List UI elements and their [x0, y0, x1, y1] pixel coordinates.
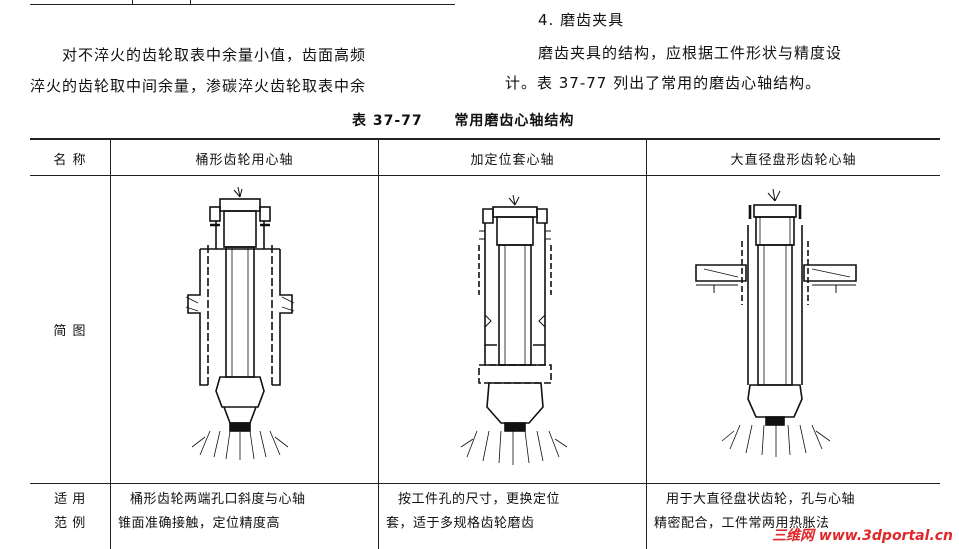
column-header-locating-sleeve-mandrel: 加定位套心轴 [470, 153, 555, 168]
table-sketch-rule [30, 483, 940, 484]
right-paragraph-line-2: 计。表 37-77 列出了常用的磨齿心轴结构。 [505, 74, 822, 92]
barrel-gear-mandrel-drawing [185, 186, 295, 460]
top-rule [30, 4, 455, 5]
right-paragraph-line-1: 磨齿夹具的结构，应根据工件形状与精度设 [538, 44, 843, 62]
site-watermark: 三维网 www.3dportal.cn [772, 528, 953, 544]
row-label-usage-line-2: 范 例 [54, 516, 86, 531]
left-paragraph-line-1: 对不淬火的齿轮取表中余量小值，齿面高频 [62, 46, 367, 64]
table-col-divider [378, 139, 379, 549]
table-header-rule [30, 175, 940, 176]
column-header-barrel-gear-mandrel: 桶形齿轮用心轴 [195, 153, 294, 168]
table-title: 常用磨齿心轴结构 [454, 113, 575, 129]
large-disk-gear-mandrel-drawing [695, 188, 857, 457]
row-label-sketch: 简 图 [53, 324, 87, 339]
table-caption: 表 37-77 常用磨齿心轴结构 [352, 110, 574, 130]
table-top-rule [30, 138, 940, 140]
table-col-divider [110, 139, 111, 549]
section-heading: 4. 磨齿夹具 [538, 11, 625, 29]
usage-locating-sleeve-mandrel: 按工件孔的尺寸，更换定位 套，适于多规格齿轮磨齿 [386, 492, 561, 531]
row-label-usage: 适 用 范 例 [30, 488, 110, 536]
table-col-divider [646, 139, 647, 549]
usage-large-disk-gear-mandrel: 用于大直径盘状齿轮，孔与心轴 精密配合，工件常两用热胀法 [654, 492, 856, 531]
usage-barrel-gear-mandrel: 桶形齿轮两端孔口斜度与心轴 锥面准确接触，定位精度高 [118, 492, 306, 531]
table-number: 表 37-77 [352, 113, 423, 129]
row-label-usage-line-1: 适 用 [54, 492, 86, 507]
locating-sleeve-mandrel-drawing [460, 195, 568, 465]
top-fragment-divider [132, 0, 133, 5]
left-paragraph-line-2: 淬火的齿轮取中间余量，渗碳淬火齿轮取表中余 [30, 77, 367, 95]
top-fragment-divider [190, 0, 191, 5]
header-name-label: 名 称 [53, 153, 87, 168]
column-header-large-disk-gear-mandrel: 大直径盘形齿轮心轴 [730, 153, 857, 168]
